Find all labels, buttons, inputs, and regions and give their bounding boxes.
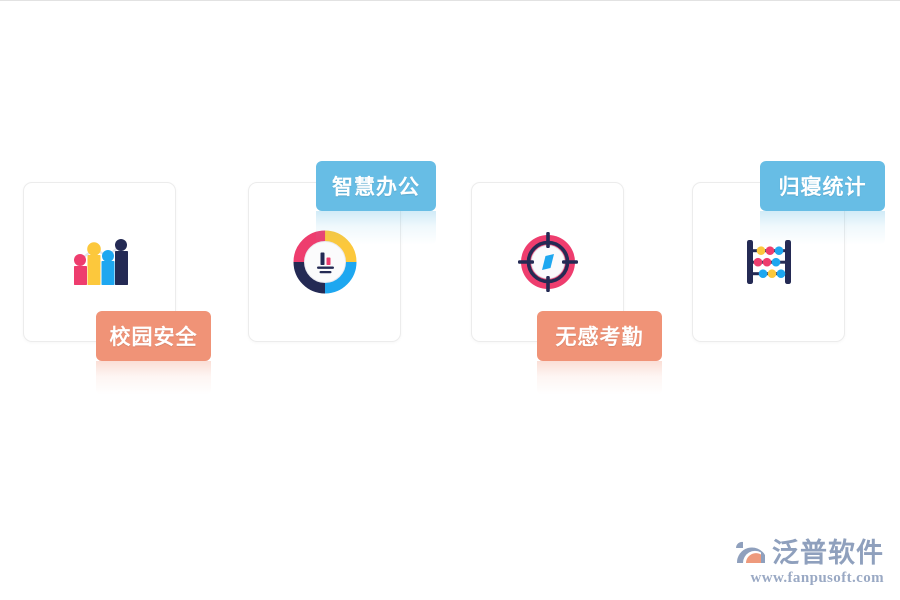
label-reflection-contactless-attendance [537, 361, 662, 395]
feature-label-dorm-return-stats[interactable]: 归寝统计 [760, 161, 885, 211]
abacus-icon [746, 240, 791, 284]
feature-label-contactless-attendance[interactable]: 无感考勤 [537, 311, 662, 361]
label-reflection-campus-security [96, 361, 211, 395]
feature-label-campus-security[interactable]: 校园安全 [96, 311, 211, 361]
watermark-brand: 泛普软件 [772, 537, 884, 568]
watermark-url: www.fanpusoft.com [750, 570, 884, 586]
target-compass-icon [517, 232, 578, 292]
bar-chart-icon [73, 239, 128, 285]
fanpu-logo-icon [735, 541, 765, 563]
donut-chart-icon [293, 230, 356, 294]
feature-label-smart-office[interactable]: 智慧办公 [316, 161, 436, 211]
watermark: 泛普软件 www.fanpusoft.com [734, 539, 884, 586]
